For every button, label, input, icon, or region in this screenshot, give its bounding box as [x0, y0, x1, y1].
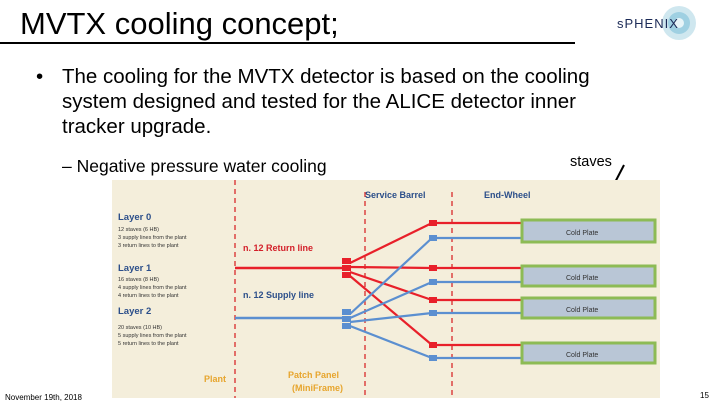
cold-plate-3-label: Cold Plate [566, 307, 598, 314]
end-wheel-heading: End-Wheel [484, 190, 531, 200]
layer-0-line-2: 3 supply lines from the plant [118, 235, 187, 241]
cold-plate-4: Cold Plate [520, 341, 657, 365]
supply-line-label: n. 12 Supply line [243, 290, 314, 300]
layer-2-line-2: 5 supply lines from the plant [118, 333, 187, 339]
footer-date: November 19th, 2018 [5, 393, 82, 402]
layer-1-block: Layer 1 16 staves (8 HB) 4 supply lines … [118, 263, 187, 299]
layer-2-block: Layer 2 20 staves (10 HB) 5 supply lines… [118, 306, 187, 347]
plant-label: Plant [204, 374, 226, 384]
service-barrel-heading: Service Barrel [365, 190, 426, 200]
page-number: 15 [700, 391, 709, 400]
cooling-diagram: Service Barrel End-Wheel Layer 0 12 stav… [112, 180, 660, 398]
layer-0-name: Layer 0 [118, 212, 151, 223]
bullet-text: The cooling for the MVTX detector is bas… [62, 65, 590, 138]
logo-text: sPHENIX [617, 16, 679, 31]
slide-title: MVTX cooling concept; [20, 6, 339, 41]
patch-panel-connectors [342, 220, 437, 361]
layer-0-block: Layer 0 12 staves (6 HB) 3 supply lines … [118, 212, 187, 249]
sub-bullet-text: – Negative pressure water cooling [62, 156, 327, 176]
supply-fan-lines [349, 236, 522, 360]
cold-plate-2: Cold Plate [520, 264, 657, 288]
cooling-diagram-svg: Service Barrel End-Wheel Layer 0 12 stav… [118, 180, 657, 398]
cold-plate-3: Cold Plate [520, 296, 657, 320]
patch-panel-sublabel: (MiniFrame) [292, 383, 343, 393]
patch-panel-label: Patch Panel [288, 370, 339, 380]
cold-plate-1: Cold Plate [520, 218, 657, 244]
bullet-marker: • [36, 65, 44, 88]
return-fan-lines [349, 221, 522, 347]
layer-1-line-3: 4 return lines to the plant [118, 293, 179, 299]
main-bullet: • The cooling for the MVTX detector is b… [36, 64, 640, 139]
layer-2-line-1: 20 staves (10 HB) [118, 325, 162, 331]
title-underline [0, 42, 575, 44]
cold-plate-4-label: Cold Plate [566, 352, 598, 359]
layer-1-line-2: 4 supply lines from the plant [118, 285, 187, 291]
layer-2-line-3: 5 return lines to the plant [118, 341, 179, 347]
cold-plate-2-label: Cold Plate [566, 275, 598, 282]
layer-0-line-1: 12 staves (6 HB) [118, 227, 159, 233]
layer-1-name: Layer 1 [118, 263, 152, 274]
return-line-label: n. 12 Return line [243, 243, 313, 253]
cold-plate-1-label: Cold Plate [566, 230, 598, 237]
layer-2-name: Layer 2 [118, 306, 151, 317]
layer-1-line-1: 16 staves (8 HB) [118, 277, 159, 283]
staves-label: staves [570, 154, 612, 170]
sphenix-logo: sPHENIX [617, 6, 696, 40]
layer-0-line-3: 3 return lines to the plant [118, 243, 179, 249]
